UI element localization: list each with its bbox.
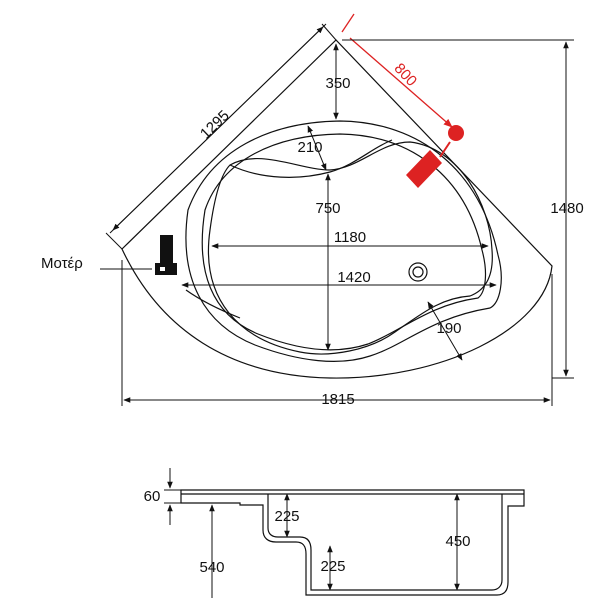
- dim-800-label: 800: [391, 60, 421, 90]
- dim-210-label: 210: [297, 139, 322, 156]
- dim-540-label: 540: [199, 559, 224, 576]
- dim-750-label: 750: [315, 200, 340, 217]
- motor-base: [155, 263, 177, 275]
- seat-edge: [185, 289, 241, 319]
- tub-outer-outline: [121, 39, 553, 379]
- motor-port: [160, 267, 165, 271]
- motor-callout: Μοτέρ: [41, 255, 152, 272]
- dim-1420-label: 1420: [337, 269, 370, 286]
- dim-1180: 1180: [211, 229, 489, 249]
- dim-450-label: 450: [445, 533, 470, 550]
- dim-1815: 1815: [121, 260, 553, 408]
- side-view: 60 540 225 225 450: [144, 468, 525, 598]
- side-profile-outline: [180, 489, 525, 596]
- drain-outer: [408, 262, 428, 282]
- dim-540: 540: [199, 504, 225, 598]
- dim-225-top: 225: [274, 493, 300, 538]
- dim-1480: 1480: [342, 39, 584, 379]
- motor-block: [160, 235, 173, 263]
- dim-350-label: 350: [325, 75, 350, 92]
- side-inner-wall: [267, 494, 503, 591]
- dim-1815-label: 1815: [321, 391, 354, 408]
- dim-1295-label: 1295: [197, 107, 233, 142]
- dim-225-bottom: 225: [320, 545, 346, 591]
- dim-350: 350: [325, 43, 351, 120]
- tub-inner-rim-inner: [201, 133, 487, 351]
- dim-190-label: 190: [436, 320, 461, 337]
- dim-750: 750: [315, 173, 341, 351]
- dim-60-label: 60: [144, 488, 161, 505]
- dim-1480-label: 1480: [550, 200, 583, 217]
- top-view: 800 1295 350 210 750 1180: [41, 13, 584, 408]
- dim-60: 60: [144, 468, 181, 525]
- dim-1420: 1420: [181, 269, 497, 288]
- dim-190: 190: [427, 301, 463, 361]
- dim-225-bottom-label: 225: [320, 558, 345, 575]
- drain-inner: [412, 266, 424, 278]
- motor-label: Μοτέρ: [41, 255, 83, 272]
- dim-225-top-label: 225: [274, 508, 299, 525]
- dim-450: 450: [445, 493, 471, 591]
- dim-1180-label: 1180: [334, 229, 366, 246]
- tub-basin: [208, 141, 493, 355]
- dim-210: 210: [297, 125, 327, 171]
- dim-1295: 1295: [105, 23, 337, 250]
